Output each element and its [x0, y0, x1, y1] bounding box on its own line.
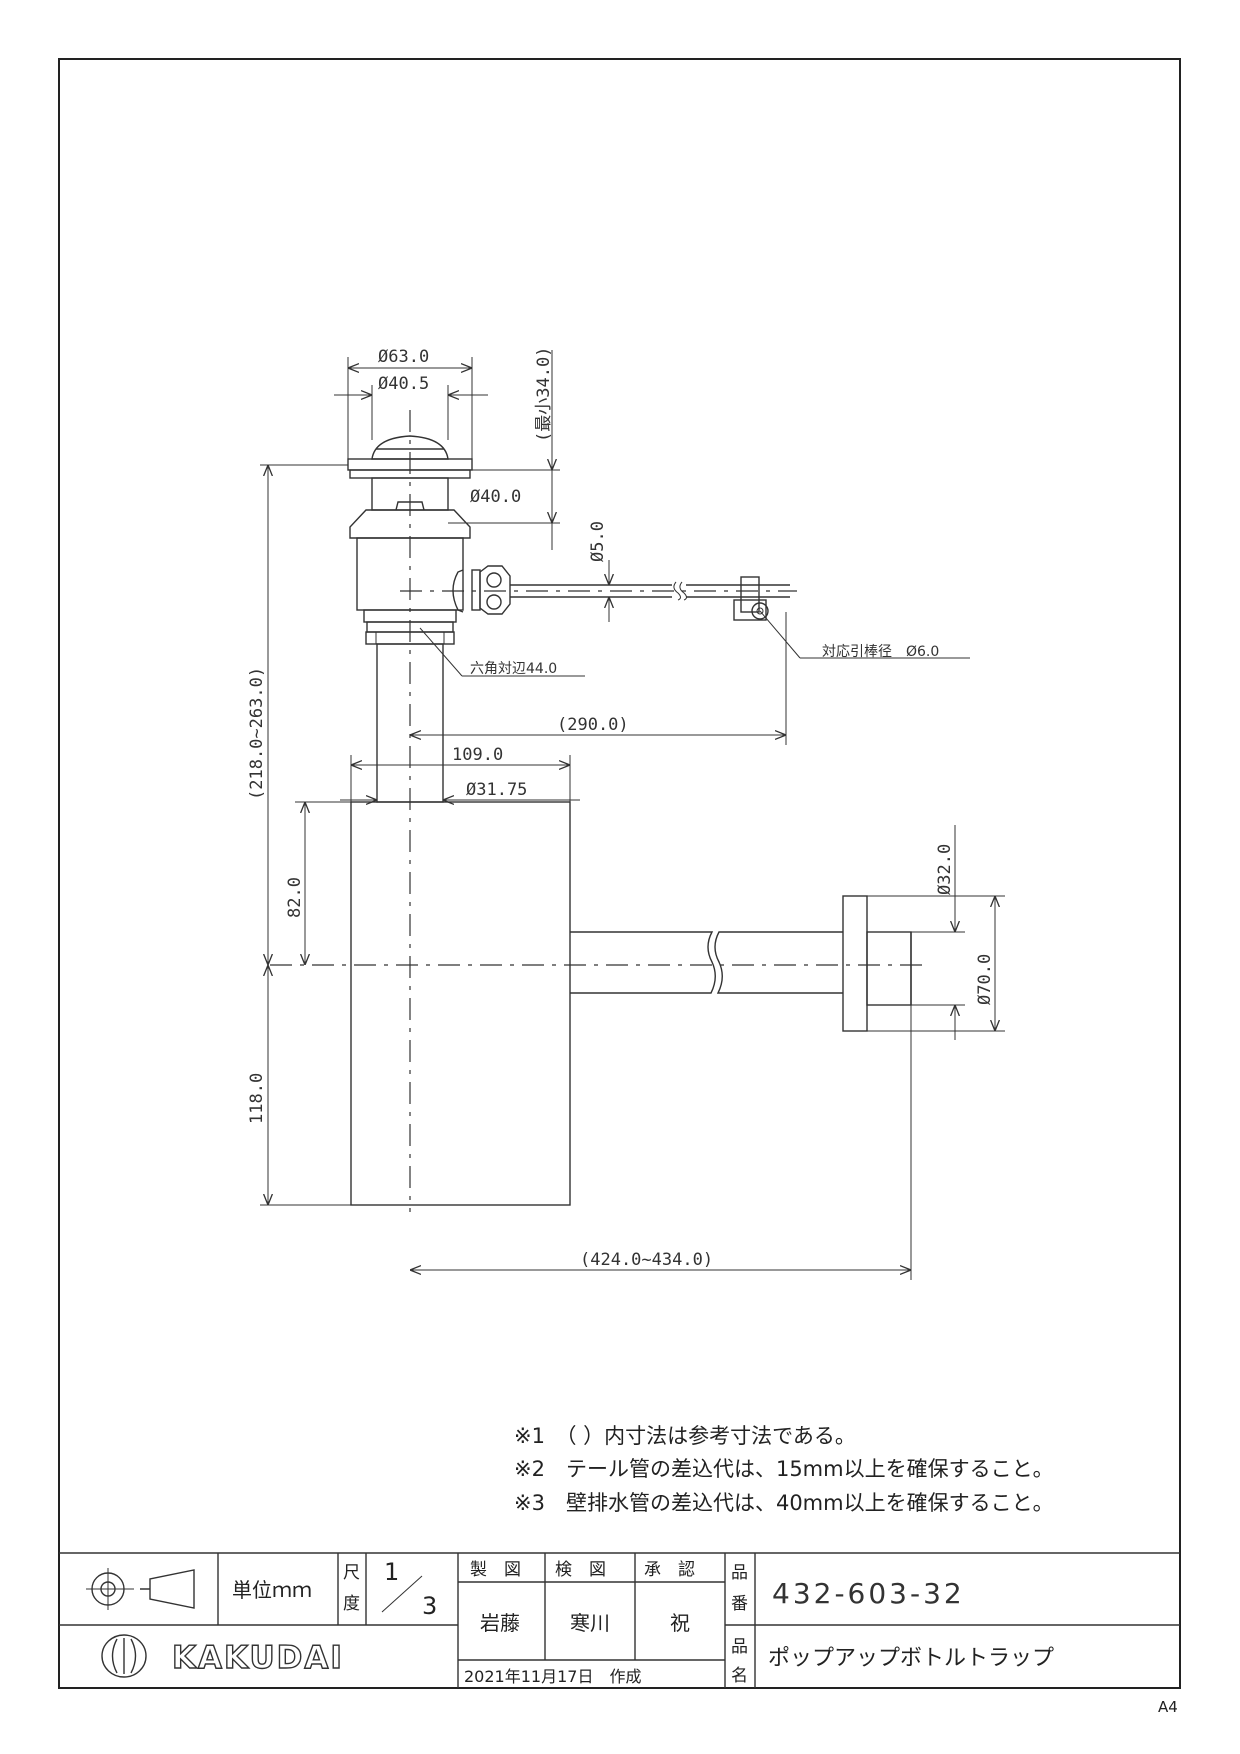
third-angle-projection-icon [86, 1568, 195, 1610]
checked-label: 検 図 [555, 1560, 606, 1580]
drawing-frame [58, 58, 1181, 1689]
drawn-by: 岩藤 [480, 1611, 520, 1635]
approved-label: 承 認 [644, 1560, 695, 1580]
rod-clip [740, 576, 760, 613]
dim-218-263: (218.0~263.0) [247, 667, 267, 800]
dim-82: 82.0 [285, 877, 305, 918]
name-label-1: 品 [731, 1637, 748, 1657]
dim-d40-5: Ø40.5 [378, 374, 429, 394]
kakudai-logo-icon [101, 1634, 147, 1678]
dim-109: 109.0 [452, 745, 503, 765]
dim-d63: Ø63.0 [378, 347, 429, 367]
dim-118: 118.0 [247, 1073, 267, 1124]
dim-rod-diameter: 対応引棒径 Ø6.0 [822, 644, 939, 660]
dim-290: (290.0) [557, 715, 629, 735]
unit-label: 単位ｍｍ [232, 1578, 312, 1602]
approved-by: 祝 [670, 1611, 690, 1635]
dim-d31-75: Ø31.75 [466, 780, 527, 800]
dimension-lines [260, 350, 1005, 1280]
bottle-trap-drawing [270, 410, 925, 1212]
wall-flange [842, 895, 868, 1032]
note-1: ※1 （ ）内寸法は参考寸法である。 [514, 1424, 856, 1448]
brand-name: KAKUDAI [172, 1640, 344, 1676]
part-no-label-2: 番 [731, 1594, 748, 1614]
checked-by: 寒川 [570, 1611, 610, 1635]
note-2: ※2 テール管の差込代は、15mm以上を確保すること。 [514, 1457, 1054, 1481]
outlet-pipe-left [570, 931, 716, 994]
dim-min34: (最小34.0) [534, 347, 554, 442]
scale-label-1: 尺 [343, 1563, 360, 1583]
dim-424-434: (424.0~434.0) [580, 1250, 713, 1270]
dim-hex: 六角対辺44.0 [470, 661, 557, 677]
dim-d5: Ø5.0 [588, 521, 608, 562]
scale-denominator: 3 [422, 1592, 437, 1620]
part-no-label-1: 品 [731, 1563, 748, 1583]
drawn-label: 製 図 [470, 1560, 521, 1580]
lock-nut [349, 509, 471, 539]
name-label-2: 名 [731, 1666, 748, 1686]
part-number: 432-603-32 [772, 1577, 965, 1610]
creation-date: 2021年11月17日 作成 [464, 1667, 641, 1686]
product-name: ポップアップボトルトラップ [768, 1646, 1054, 1671]
sheet-size: A4 [1158, 1698, 1178, 1716]
outlet-pipe-right [714, 931, 843, 994]
dimension-labels: Ø63.0 Ø40.5 (最小34.0) Ø40.0 Ø5.0 対応引棒径 Ø6… [247, 347, 995, 1270]
scale-label-2: 度 [343, 1594, 360, 1614]
dim-d32: Ø32.0 [935, 844, 955, 895]
bottle-body [350, 801, 571, 1206]
popup-cap [371, 435, 449, 460]
notes: ※1 （ ）内寸法は参考寸法である。 ※2 テール管の差込代は、15mm以上を確… [514, 1424, 1054, 1515]
dim-d70: Ø70.0 [975, 954, 995, 1005]
title-block: 単位ｍｍ 尺 度 1 3 製 図 検 図 承 認 岩藤 寒川 祝 2021年11… [59, 1552, 1180, 1688]
dim-d40: Ø40.0 [470, 487, 521, 507]
note-3: ※3 壁排水管の差込代は、40mm以上を確保すること。 [514, 1491, 1054, 1515]
scale-numerator: 1 [384, 1558, 399, 1586]
